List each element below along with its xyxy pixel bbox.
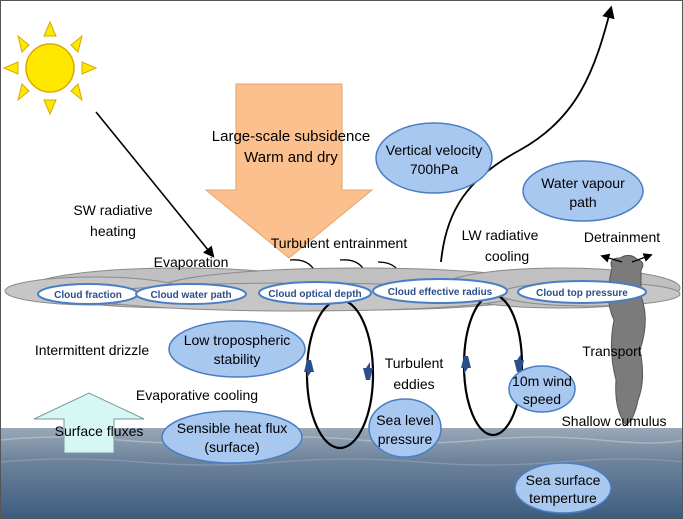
lw-label-line1: LW radiative xyxy=(462,227,539,243)
low-trop-line1: Low tropospheric xyxy=(184,332,291,348)
cloud-top-pressure-label: Cloud top pressure xyxy=(536,288,628,299)
wind-line2: speed xyxy=(523,391,561,407)
sst-line1: Sea surface xyxy=(526,472,601,488)
low-trop-line2: stability xyxy=(214,351,261,367)
water-vapour-line2: path xyxy=(569,194,596,210)
lw-label-line2: cooling xyxy=(485,248,529,264)
subsidence-label-line2: Warm and dry xyxy=(244,149,338,166)
transport-label: Transport xyxy=(582,343,642,359)
intermittent-drizzle-label: Intermittent drizzle xyxy=(35,342,150,358)
wind-line1: 10m wind xyxy=(512,373,572,389)
cloud-top-pressure-pill: Cloud top pressure xyxy=(517,280,647,304)
sst-line2: temperture xyxy=(529,490,597,506)
low-trop-stability-bubble: Low tropospheric stability xyxy=(168,320,306,378)
cloud-effective-radius-label: Cloud effective radius xyxy=(388,287,493,298)
slp-line2: pressure xyxy=(378,431,433,447)
surface-fluxes-arrow xyxy=(33,392,145,454)
sea-waves xyxy=(0,436,683,444)
shallow-cumulus-label: Shallow cumulus xyxy=(561,413,666,429)
water-vapour-line1: Water vapour xyxy=(541,175,625,191)
subsidence-arrow xyxy=(204,83,374,259)
vertical-velocity-line2: 700hPa xyxy=(410,161,458,177)
turbulent-eddies-label-line1: Turbulent xyxy=(385,355,444,371)
wind-speed-bubble: 10m wind speed xyxy=(508,365,576,413)
sw-label-line2: heating xyxy=(90,223,136,239)
water-vapour-bubble: Water vapour path xyxy=(522,160,644,222)
cloud-fraction-pill: Cloud fraction xyxy=(37,283,139,305)
cloud-water-path-label: Cloud water path xyxy=(150,290,231,301)
cloud-optical-depth-pill: Cloud optical depth xyxy=(258,281,372,305)
sensible-line1: Sensible heat flux xyxy=(177,420,288,436)
cloud-fraction-label: Cloud fraction xyxy=(54,290,122,301)
turbulent-entrainment-label: Turbulent entrainment xyxy=(271,235,408,251)
cloud-water-path-pill: Cloud water path xyxy=(135,283,247,305)
sensible-heat-flux-bubble: Sensible heat flux (surface) xyxy=(161,410,303,464)
sea-level-pressure-bubble: Sea level pressure xyxy=(368,398,442,458)
surface-fluxes-label: Surface fluxes xyxy=(55,423,144,439)
sw-radiation-arrow xyxy=(95,111,215,258)
sw-label-line1: SW radiative xyxy=(73,202,153,218)
evaporative-cooling-label: Evaporative cooling xyxy=(136,387,258,403)
sensible-line2: (surface) xyxy=(204,439,259,455)
cloud-optical-depth-label: Cloud optical depth xyxy=(268,289,361,300)
vertical-velocity-bubble: Vertical velocity 700hPa xyxy=(375,122,493,194)
slp-line1: Sea level xyxy=(376,412,434,428)
vertical-transport-arrow xyxy=(440,5,615,263)
sea-surface-temperature-bubble: Sea surface temperture xyxy=(514,462,612,514)
evaporation-label: Evaporation xyxy=(154,254,229,270)
sun-icon xyxy=(2,20,98,116)
subsidence-label-line1: Large-scale subsidence xyxy=(212,128,370,145)
vertical-velocity-line1: Vertical velocity xyxy=(386,142,482,158)
cloud-effective-radius-pill: Cloud effective radius xyxy=(372,278,508,304)
detrainment-label: Detrainment xyxy=(584,229,660,245)
turbulent-eddies-label-line2: eddies xyxy=(393,376,434,392)
